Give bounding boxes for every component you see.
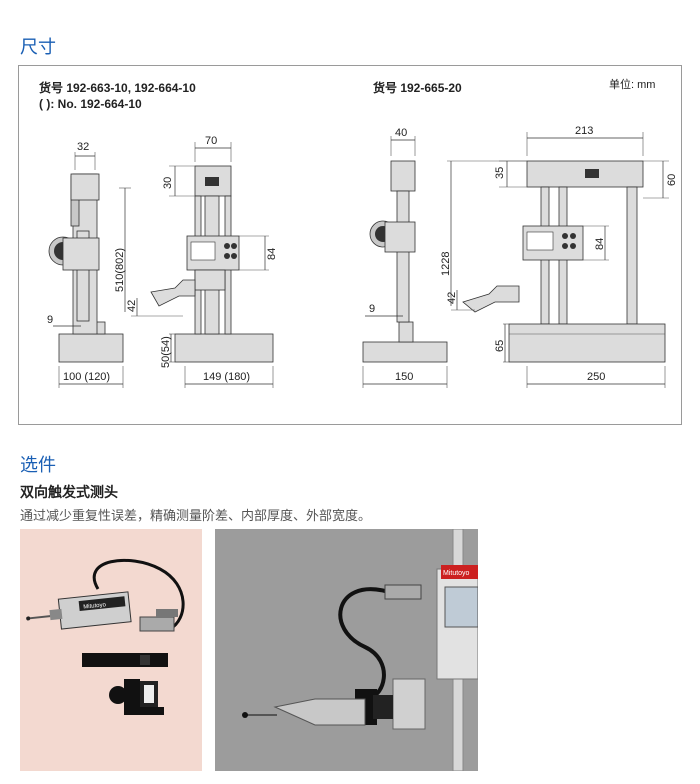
dim-9-right: 9 <box>369 303 375 315</box>
left-front-scriber <box>150 279 196 307</box>
dim-32: 32 <box>77 141 89 153</box>
dim-60: 60 <box>666 174 678 186</box>
dimension-drawing-frame: 货号 192-663-10, 192-664-10 ( ): No. 192-6… <box>18 65 682 425</box>
right-side-cap <box>390 160 416 192</box>
dim-42-left: 42 <box>126 300 138 312</box>
dim-70: 70 <box>205 135 217 147</box>
right-model-number: 货号 192-665-20 <box>373 80 462 95</box>
unit-label: 单位: mm <box>609 77 655 91</box>
left-side-base <box>58 333 124 363</box>
option-name: 双向触发式测头 <box>20 484 118 500</box>
probe-holder <box>392 678 426 730</box>
probe-mount-bar <box>82 653 168 667</box>
dim-1228: 1228 <box>440 252 452 276</box>
left-side-cap <box>70 173 100 201</box>
left-model-number: 货号 192-663-10, 192-664-10 <box>39 80 196 95</box>
right-side-base <box>362 341 448 363</box>
right-gauge-drawing: 40 9 150 1228 42 213 35 60 84 <box>362 125 678 388</box>
dim-150: 150 <box>395 371 413 383</box>
probe-cable <box>338 587 386 701</box>
probe-kit-photo: Mitutoyo <box>20 529 202 771</box>
gauge-brand-label: Mitutoyo <box>443 570 470 577</box>
dim-213: 213 <box>575 125 593 137</box>
right-side-column <box>396 190 410 323</box>
dimension-drawing: 货号 192-663-10, 192-664-10 ( ): No. 192-6… <box>39 77 678 388</box>
options-section-title: 选件 <box>20 455 56 475</box>
dim-510: 510(802) <box>114 248 126 292</box>
left-model-note: ( ): No. 192-664-10 <box>39 97 142 111</box>
dim-9-left: 9 <box>47 314 53 326</box>
right-front-base <box>508 323 666 363</box>
dim-84-left: 84 <box>266 248 278 260</box>
left-gauge-drawing: 32 9 100 (120) 510(802) 42 70 30 84 <box>47 135 278 388</box>
dim-250: 250 <box>587 371 605 383</box>
dim-40: 40 <box>395 127 407 139</box>
dim-35: 35 <box>494 167 506 179</box>
probe-stylus-arm <box>273 698 366 726</box>
dim-84-right: 84 <box>594 238 606 250</box>
dimensions-section-title: 尺寸 <box>20 37 56 57</box>
left-front-base <box>174 333 274 363</box>
probe-clamp-knob <box>109 686 127 704</box>
dim-42-right: 42 <box>446 292 458 304</box>
right-front-right-column <box>626 186 638 325</box>
option-description: 通过减少重复性误差，精确测量阶差、内部厚度、外部宽度。 <box>20 508 372 523</box>
right-front-scriber <box>462 285 520 313</box>
dim-30: 30 <box>162 177 174 189</box>
dim-100: 100 (120) <box>63 371 110 383</box>
dim-50: 50(54) <box>160 336 172 368</box>
dim-65: 65 <box>494 340 506 352</box>
dim-149: 149 (180) <box>203 371 250 383</box>
probe-brand-label: Mitutoyo <box>83 602 107 610</box>
mounted-probe-photo: Mitutoyo <box>215 529 478 771</box>
